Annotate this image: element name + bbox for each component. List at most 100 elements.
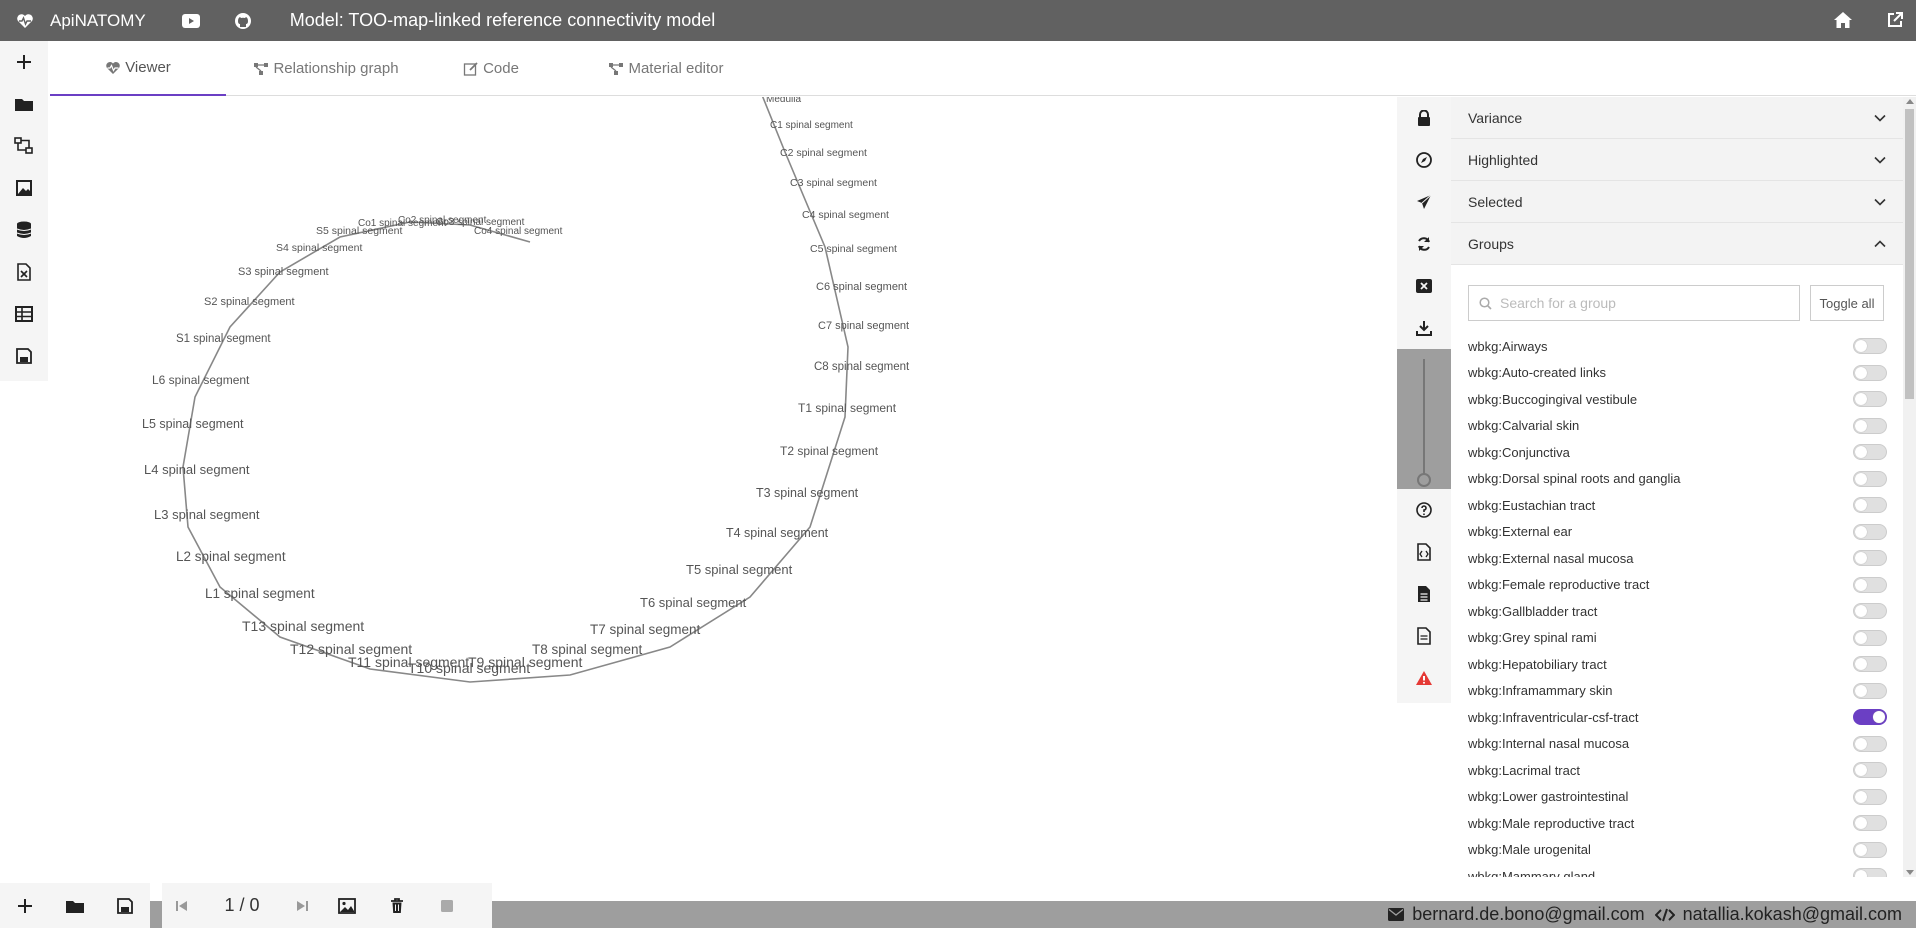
group-toggle-switch[interactable] (1853, 682, 1887, 699)
save-icon[interactable] (100, 883, 150, 928)
lock-icon[interactable] (1397, 97, 1451, 139)
group-toggle-switch[interactable] (1853, 444, 1887, 461)
panel-scrollbar[interactable] (1903, 97, 1916, 877)
youtube-icon[interactable] (180, 10, 202, 32)
graph-node-label[interactable]: C6 spinal segment (816, 281, 907, 293)
github-icon[interactable] (232, 10, 254, 32)
graph-node-label[interactable]: Medulla (766, 97, 801, 105)
trash-icon[interactable] (372, 883, 422, 928)
toggle-all-button[interactable]: Toggle all (1810, 285, 1884, 321)
graph-node-label[interactable]: L3 spinal segment (154, 507, 260, 522)
group-toggle-switch[interactable] (1853, 762, 1887, 779)
group-toggle-switch[interactable] (1853, 709, 1887, 726)
zoom-slider[interactable] (1397, 349, 1451, 489)
code-file-icon[interactable] (1397, 531, 1451, 573)
group-toggle-switch[interactable] (1853, 417, 1887, 434)
graph-node-label[interactable]: T4 spinal segment (726, 526, 829, 540)
graph-node-label[interactable]: T10 spinal segment (408, 660, 530, 676)
external-link-icon[interactable] (1884, 9, 1906, 31)
group-toggle-switch[interactable] (1853, 815, 1887, 832)
graph-node-label[interactable]: C8 spinal segment (814, 361, 910, 373)
graph-node-label[interactable]: T6 spinal segment (640, 595, 747, 610)
scroll-up-arrow[interactable] (1906, 99, 1914, 104)
section-highlighted[interactable]: Highlighted (1451, 139, 1903, 181)
graph-node-label[interactable]: C3 spinal segment (790, 177, 877, 189)
graph-node-label[interactable]: Co4 spinal segment (474, 226, 563, 237)
graph-node-label[interactable]: T13 spinal segment (242, 618, 364, 634)
group-toggle-switch[interactable] (1853, 550, 1887, 567)
graph-node-label[interactable]: L2 spinal segment (176, 549, 286, 564)
section-selected[interactable]: Selected (1451, 181, 1903, 223)
graph-node-label[interactable]: L5 spinal segment (142, 417, 244, 431)
group-toggle-switch[interactable] (1853, 576, 1887, 593)
warning-icon[interactable] (1397, 657, 1451, 699)
group-toggle-switch[interactable] (1853, 497, 1887, 514)
app-name[interactable]: ApiNATOMY (50, 10, 146, 30)
add-icon[interactable] (0, 883, 50, 928)
group-toggle-switch[interactable] (1853, 656, 1887, 673)
graph-node-label[interactable]: L4 spinal segment (144, 462, 250, 477)
graph-canvas[interactable]: Medulla C1 spinal segment C2 spinal segmen… (50, 97, 1397, 877)
graph-node-label[interactable]: Co1 spinal segment (358, 218, 447, 229)
group-toggle-switch[interactable] (1853, 629, 1887, 646)
graph-node-label[interactable]: C2 spinal segment (780, 147, 867, 159)
graph-node-label[interactable]: T7 spinal segment (590, 622, 701, 637)
group-toggle-switch[interactable] (1853, 788, 1887, 805)
graph-node-label[interactable]: T1 spinal segment (798, 401, 897, 415)
help-icon[interactable] (1397, 489, 1451, 531)
graph-node-label[interactable]: S3 spinal segment (238, 266, 329, 278)
graph-node-label[interactable]: T2 spinal segment (780, 444, 879, 458)
open-folder-icon[interactable] (50, 883, 100, 928)
group-toggle-switch[interactable] (1853, 470, 1887, 487)
group-toggle-switch[interactable] (1853, 364, 1887, 381)
save-icon[interactable] (0, 335, 48, 377)
graph-node-label[interactable]: C5 spinal segment (810, 243, 897, 255)
graph-node-label[interactable]: S2 spinal segment (204, 296, 295, 308)
group-toggle-switch[interactable] (1853, 391, 1887, 408)
database-icon[interactable] (0, 209, 48, 251)
group-search-input[interactable] (1500, 295, 1780, 311)
tab-viewer[interactable]: Viewer (50, 41, 226, 96)
group-toggle-switch[interactable] (1853, 523, 1887, 540)
group-toggle-switch[interactable] (1853, 338, 1887, 355)
compass-icon[interactable] (1397, 139, 1451, 181)
image-stack-icon[interactable] (0, 167, 48, 209)
excel-file-icon[interactable] (0, 251, 48, 293)
section-groups[interactable]: Groups (1451, 223, 1903, 265)
next-icon[interactable] (282, 883, 322, 928)
image-icon[interactable] (322, 883, 372, 928)
graph-node-label[interactable]: T3 spinal segment (756, 486, 859, 500)
graph-node-label[interactable]: T12 spinal segment (290, 641, 412, 657)
graph-node-label[interactable]: L6 spinal segment (152, 373, 250, 387)
paper-plane-icon[interactable] (1397, 181, 1451, 223)
graph-node-label[interactable]: C7 spinal segment (818, 320, 909, 332)
graph-node-label[interactable]: L1 spinal segment (205, 586, 315, 601)
group-toggle-switch[interactable] (1853, 735, 1887, 752)
graph-node-label[interactable]: T5 spinal segment (686, 562, 793, 577)
graph-node-label[interactable]: T9 spinal segment (468, 654, 583, 670)
graph-node-label[interactable]: C1 spinal segment (770, 120, 853, 131)
tab-relationship-graph[interactable]: Relationship graph (226, 41, 426, 96)
section-variance[interactable]: Variance (1451, 97, 1903, 139)
clear-icon[interactable] (1397, 265, 1451, 307)
graph-node-label[interactable]: S4 spinal segment (276, 242, 362, 254)
document-outline-icon[interactable] (1397, 615, 1451, 657)
plus-icon[interactable] (0, 41, 48, 83)
table-icon[interactable] (0, 293, 48, 335)
graph-node-label[interactable]: Co3 spinal segment (436, 217, 525, 228)
graph-node-label[interactable]: T11 spinal segment (348, 654, 469, 670)
merge-icon[interactable] (0, 125, 48, 167)
spinal-cord-link[interactable] (182, 97, 849, 683)
download-icon[interactable] (1397, 307, 1451, 349)
zoom-slider-knob[interactable] (1417, 473, 1431, 487)
scrollbar-thumb[interactable] (1905, 109, 1914, 399)
scroll-down-arrow[interactable] (1906, 870, 1914, 875)
folder-icon[interactable] (0, 83, 48, 125)
graph-node-label[interactable]: S1 spinal segment (176, 333, 271, 345)
previous-icon[interactable] (162, 883, 202, 928)
stop-icon[interactable] (422, 883, 472, 928)
refresh-icon[interactable] (1397, 223, 1451, 265)
graph-node-label[interactable]: C4 spinal segment (802, 209, 889, 221)
tab-code[interactable]: Code (426, 41, 556, 96)
home-icon[interactable] (1832, 9, 1854, 31)
